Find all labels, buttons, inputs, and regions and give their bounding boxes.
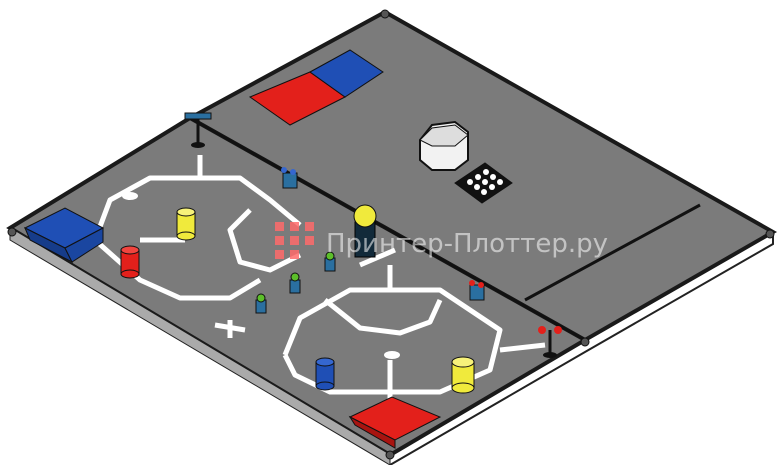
field-frame-edge bbox=[389, 232, 774, 465]
corner-posts bbox=[7, 9, 775, 460]
red-base-front bbox=[348, 415, 396, 449]
watermark-logo: Принтер-Плоттер.ру bbox=[275, 222, 608, 259]
sensor-post bbox=[289, 272, 301, 294]
sensor-post bbox=[324, 251, 336, 272]
yellow-ball bbox=[353, 204, 377, 228]
field-divider bbox=[189, 116, 586, 342]
blue-base-front bbox=[64, 227, 104, 263]
red-signal-pole bbox=[538, 326, 562, 358]
sensor-post bbox=[255, 293, 267, 314]
right-field-line bbox=[524, 203, 701, 302]
line-track-right bbox=[282, 247, 546, 400]
ball-tray bbox=[454, 162, 513, 204]
red-cylinder bbox=[120, 245, 140, 279]
sensor-post bbox=[469, 280, 485, 301]
marker-pad bbox=[384, 351, 400, 359]
watermark-text: Принтер-Плоттер.ру bbox=[326, 229, 608, 259]
marker-pad bbox=[122, 192, 138, 200]
blue-start-square bbox=[309, 49, 384, 98]
blue-cylinder bbox=[315, 357, 335, 391]
yellow-cylinder-right bbox=[451, 356, 475, 394]
blue-signal-pole bbox=[184, 112, 212, 148]
sensor-post bbox=[281, 167, 298, 189]
yellow-cylinder-left bbox=[176, 207, 196, 241]
octagonal-tower bbox=[419, 120, 469, 171]
